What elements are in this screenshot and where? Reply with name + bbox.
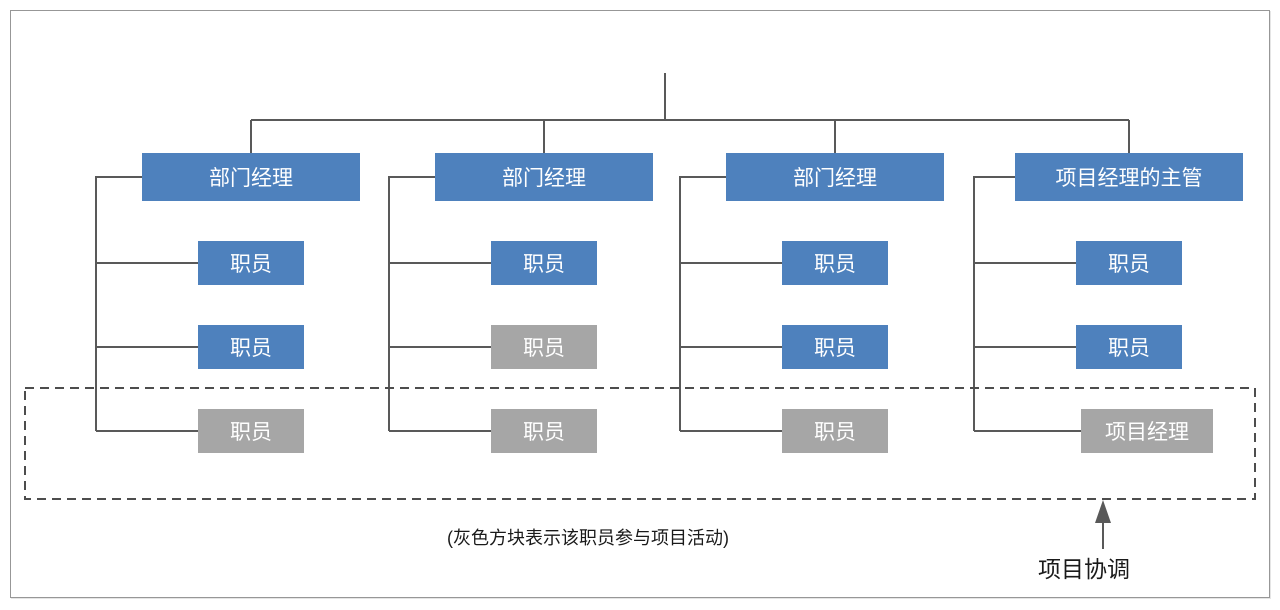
org-node-staff-4-2: 职员 xyxy=(1076,325,1182,369)
org-node-staff-4-1: 职员 xyxy=(1076,241,1182,285)
org-node-manager-4: 项目经理的主管 xyxy=(1015,153,1243,201)
org-node-staff-1-2: 职员 xyxy=(198,325,304,369)
org-node-staff-2-2: 职员 xyxy=(491,325,597,369)
project-coordination-arrow-head xyxy=(1095,500,1111,523)
tree-connector-path xyxy=(95,73,1130,432)
org-node-staff-3-1: 职员 xyxy=(782,241,888,285)
org-node-root: 总经理 xyxy=(639,41,703,64)
org-node-manager-1: 部门经理 xyxy=(142,153,360,201)
org-node-staff-3-3: 职员 xyxy=(782,409,888,453)
org-node-staff-3-2: 职员 xyxy=(782,325,888,369)
org-node-staff-1-3: 职员 xyxy=(198,409,304,453)
org-node-staff-1-1: 职员 xyxy=(198,241,304,285)
org-node-staff-2-1: 职员 xyxy=(491,241,597,285)
org-node-manager-3: 部门经理 xyxy=(726,153,944,201)
project-coordination-label: 项目协调 xyxy=(1038,556,1130,582)
project-activity-dashed-region xyxy=(24,387,1256,500)
org-node-manager-2: 部门经理 xyxy=(435,153,653,201)
org-node-staff-4-3: 项目经理 xyxy=(1081,409,1213,453)
org-node-staff-2-3: 职员 xyxy=(491,409,597,453)
legend-caption: (灰色方块表示该职员参与项目活动) xyxy=(447,528,729,548)
